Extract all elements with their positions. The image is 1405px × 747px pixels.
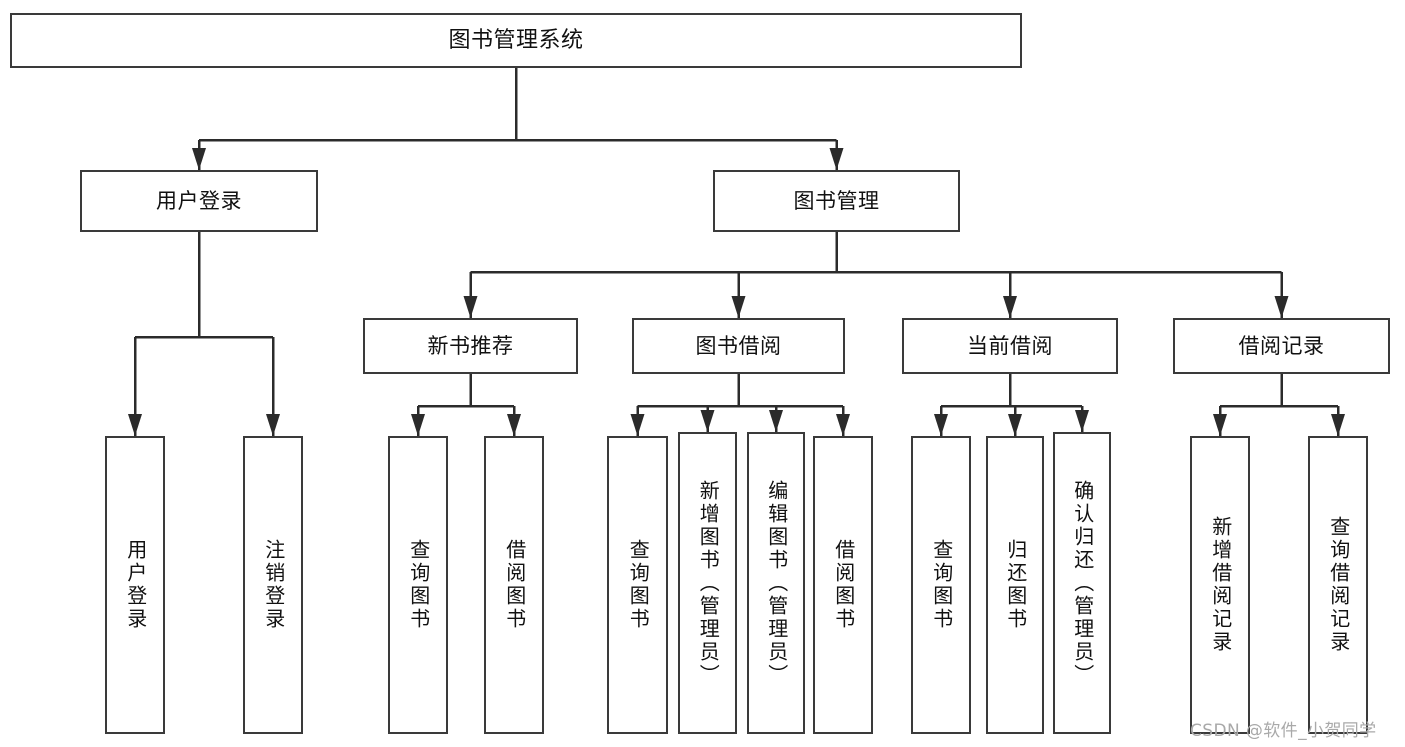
node-label: 当前借阅 bbox=[967, 333, 1053, 358]
node-label: 查询图书 bbox=[626, 539, 651, 631]
node-leaf-leaf-query-book-1[interactable]: 查询图书 bbox=[388, 436, 448, 734]
node-leaf-leaf-borrow-book-2[interactable]: 借阅图书 bbox=[813, 436, 873, 734]
node-label: 借阅图书 bbox=[831, 539, 856, 631]
node-leaf-leaf-add-book[interactable]: 新增图书（管理员） bbox=[678, 432, 737, 734]
arrow-head-leaf-user-login bbox=[128, 414, 142, 436]
node-subbranch-borrow-record[interactable]: 借阅记录 bbox=[1173, 318, 1390, 374]
node-label: 新增借阅记录 bbox=[1208, 516, 1233, 654]
arrow-head-leaf-add-book bbox=[700, 410, 715, 432]
arrow-head-current-borrow bbox=[1003, 296, 1017, 318]
arrow-head-leaf-query-book-2 bbox=[630, 414, 645, 436]
arrow-head-leaf-return-book bbox=[1008, 414, 1022, 436]
arrow-head-new-book-rec bbox=[463, 296, 478, 318]
node-label: 用户登录 bbox=[156, 188, 242, 213]
node-subbranch-new-book-rec[interactable]: 新书推荐 bbox=[363, 318, 578, 374]
node-label: 查询图书 bbox=[406, 539, 431, 631]
arrow-head-book-manage bbox=[829, 148, 844, 170]
node-label: 借阅记录 bbox=[1238, 333, 1325, 358]
node-leaf-leaf-confirm-return[interactable]: 确认归还（管理员） bbox=[1053, 432, 1111, 734]
arrow-head-leaf-add-record bbox=[1213, 414, 1227, 436]
node-leaf-leaf-edit-book[interactable]: 编辑图书（管理员） bbox=[747, 432, 805, 734]
node-branch-user-login[interactable]: 用户登录 bbox=[80, 170, 318, 232]
node-leaf-leaf-query-book-2[interactable]: 查询图书 bbox=[607, 436, 668, 734]
node-label: 新增图书（管理员） bbox=[696, 479, 721, 687]
arrow-head-leaf-query-record bbox=[1331, 414, 1345, 436]
node-leaf-leaf-add-record[interactable]: 新增借阅记录 bbox=[1190, 436, 1250, 734]
node-label: 图书管理系统 bbox=[448, 27, 584, 53]
node-label: 查询借阅记录 bbox=[1326, 516, 1351, 654]
watermark-label: CSDN @软件_小贺同学 bbox=[1190, 721, 1377, 741]
node-label: 确认归还（管理员） bbox=[1070, 479, 1095, 687]
node-subbranch-book-borrow[interactable]: 图书借阅 bbox=[632, 318, 845, 374]
node-label: 编辑图书（管理员） bbox=[764, 479, 789, 687]
node-label: 新书推荐 bbox=[427, 333, 514, 358]
node-label: 归还图书 bbox=[1003, 539, 1028, 631]
node-leaf-leaf-user-login[interactable]: 用户登录 bbox=[105, 436, 165, 734]
node-root-root[interactable]: 图书管理系统 bbox=[10, 13, 1022, 68]
node-label: 用户登录 bbox=[123, 539, 148, 631]
node-branch-book-manage[interactable]: 图书管理 bbox=[713, 170, 960, 232]
arrow-head-leaf-borrow-book-2 bbox=[836, 414, 850, 436]
node-leaf-leaf-query-record[interactable]: 查询借阅记录 bbox=[1308, 436, 1368, 734]
arrow-head-leaf-edit-book bbox=[769, 410, 783, 432]
arrow-head-leaf-confirm-return bbox=[1075, 410, 1089, 432]
node-label: 图书借阅 bbox=[695, 333, 782, 358]
node-leaf-leaf-query-book-3[interactable]: 查询图书 bbox=[911, 436, 971, 734]
node-label: 图书管理 bbox=[793, 188, 880, 213]
node-leaf-leaf-user-logout[interactable]: 注销登录 bbox=[243, 436, 303, 734]
arrow-head-leaf-query-book-3 bbox=[934, 414, 948, 436]
node-label: 借阅图书 bbox=[502, 539, 527, 631]
arrow-head-leaf-borrow-book-1 bbox=[507, 414, 521, 436]
arrow-head-leaf-user-logout bbox=[266, 414, 280, 436]
node-subbranch-current-borrow[interactable]: 当前借阅 bbox=[902, 318, 1118, 374]
node-leaf-leaf-return-book[interactable]: 归还图书 bbox=[986, 436, 1044, 734]
arrow-head-leaf-query-book-1 bbox=[411, 414, 425, 436]
arrow-head-user-login bbox=[192, 148, 206, 170]
node-label: 注销登录 bbox=[261, 539, 286, 631]
node-label: 查询图书 bbox=[929, 539, 954, 631]
node-leaf-leaf-borrow-book-1[interactable]: 借阅图书 bbox=[484, 436, 544, 734]
arrow-head-borrow-record bbox=[1274, 296, 1289, 318]
arrow-head-book-borrow bbox=[731, 296, 746, 318]
